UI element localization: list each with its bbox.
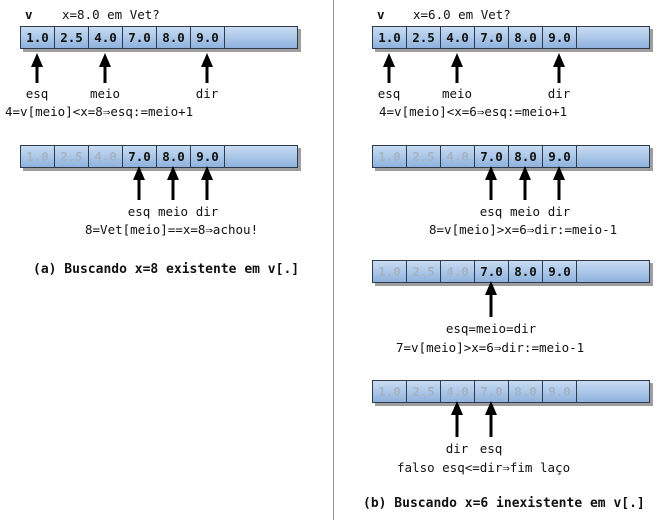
pointer-arrow-icon (31, 53, 43, 83)
pointer-label-esq: esq (127, 204, 151, 219)
array-empty-tail (577, 27, 649, 48)
pointer-arrow-icon (133, 166, 145, 200)
caption-a: (a) Buscando x=8 existente em v[.] (33, 262, 300, 277)
array-empty-tail (577, 261, 649, 282)
array-cell: 9.0 (543, 261, 577, 282)
search-question: x=8.0 em Vet? (62, 7, 160, 22)
pointer-label-dir: dir (445, 441, 469, 456)
array-var-label: v (377, 7, 385, 22)
array-cell: 8.0 (509, 261, 543, 282)
array-cell: 7.0 (123, 27, 157, 48)
pointer-label-meio: meio (441, 86, 473, 101)
step-formula: 8=Vet[meio]==x=8⇒achou! (85, 222, 259, 237)
step-formula: 7=v[meio]>x=6⇒dir:=meio-1 (396, 340, 585, 355)
array-cell: 8.0 (509, 146, 543, 167)
step-formula: 4=v[meio]<x=8⇒esq:=meio+1 (5, 104, 194, 119)
pointer-arrow-icon (485, 166, 497, 200)
array-cell: 7.0 (123, 146, 157, 167)
pointer-arrow-icon (451, 401, 463, 437)
array-empty-tail (225, 27, 297, 48)
pointer-label-esq: esq (377, 86, 401, 101)
pointer-label-meio: meio (89, 86, 121, 101)
array-cell: 1.0 (373, 146, 407, 167)
array-cell: 7.0 (475, 146, 509, 167)
array-cell: 8.0 (157, 27, 191, 48)
array-cell: 2.5 (407, 146, 441, 167)
pointer-arrow-icon (485, 281, 497, 317)
array-cell: 2.5 (407, 381, 441, 402)
pointer-arrow-icon (201, 166, 213, 200)
array-cell: 4.0 (441, 261, 475, 282)
pointer-arrow-icon (167, 166, 179, 200)
array-cell: 4.0 (441, 381, 475, 402)
array-cell: 2.5 (55, 146, 89, 167)
pointer-label-dir: dir (547, 204, 571, 219)
pointer-label-esq: esq (479, 204, 503, 219)
pointer-arrow-icon (383, 53, 395, 83)
array-var-label: v (25, 7, 33, 22)
array-empty-tail (225, 146, 297, 167)
pointer-label-esq: esq (479, 441, 503, 456)
array-cell: 4.0 (89, 146, 123, 167)
step-formula: 4=v[meio]<x=6⇒esq:=meio+1 (379, 104, 568, 119)
pointer-arrow-icon (485, 401, 497, 437)
pointer-label-meio: meio (157, 204, 189, 219)
pointer-label-dir: dir (547, 86, 571, 101)
array-cell: 7.0 (475, 27, 509, 48)
array-cell: 1.0 (21, 27, 55, 48)
array-cell: 1.0 (373, 27, 407, 48)
array-cell: 8.0 (509, 27, 543, 48)
pointer-arrow-icon (201, 53, 213, 83)
search-question: x=6.0 em Vet? (413, 7, 511, 22)
array-cell: 4.0 (441, 27, 475, 48)
array-cell: 4.0 (441, 146, 475, 167)
array-empty-tail (577, 381, 649, 402)
caption-b: (b) Buscando x=6 inexistente em v[.] (363, 496, 645, 511)
pointer-arrow-icon (451, 53, 463, 83)
pointer-arrow-icon (99, 53, 111, 83)
array-cell: 9.0 (191, 146, 225, 167)
step-formula: falso esq<=dir⇒fim laço (397, 460, 571, 475)
array-cell: 8.0 (509, 381, 543, 402)
array-cell: 9.0 (191, 27, 225, 48)
panel-divider (333, 0, 334, 520)
array-cell: 8.0 (157, 146, 191, 167)
array-cell: 1.0 (373, 261, 407, 282)
array-cell: 9.0 (543, 381, 577, 402)
array-cell: 4.0 (89, 27, 123, 48)
array-cell: 2.5 (407, 261, 441, 282)
array-cell: 2.5 (55, 27, 89, 48)
array-cell: 1.0 (21, 146, 55, 167)
array-cell: 2.5 (407, 27, 441, 48)
array-cell: 7.0 (475, 261, 509, 282)
pointer-arrow-icon (519, 166, 531, 200)
pointer-label-dir: dir (195, 86, 219, 101)
array-empty-tail (577, 146, 649, 167)
pointer-label-esq: esq (25, 86, 49, 101)
pointer-arrow-icon (553, 166, 565, 200)
pointer-label-meio: meio (509, 204, 541, 219)
pointer-label-dir: dir (195, 204, 219, 219)
array-cell: 1.0 (373, 381, 407, 402)
array-cell: 9.0 (543, 27, 577, 48)
array-cell: 9.0 (543, 146, 577, 167)
step-formula: 8=v[meio]>x=6⇒dir:=meio-1 (429, 222, 618, 237)
pointer-arrow-icon (553, 53, 565, 83)
array-cell: 7.0 (475, 381, 509, 402)
pointer-label-esq-meio-dir: esq=meio=dir (445, 321, 537, 336)
